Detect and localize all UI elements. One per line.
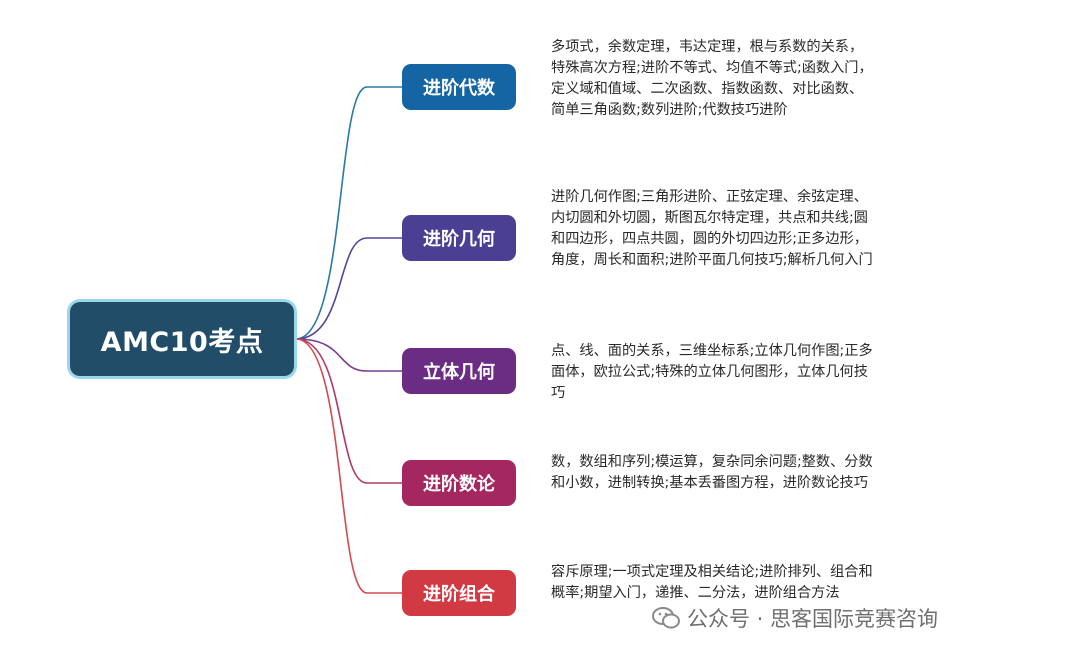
- branch-description-advanced-algebra: 多项式，余数定理，韦达定理，根与系数的关系，特殊高次方程;进阶不等式、均值不等式…: [551, 39, 873, 118]
- branch-label: 进阶组合: [423, 584, 495, 605]
- branch-solid-geometry: 立体几何: [402, 348, 516, 394]
- branch-advanced-number-theory: 进阶数论: [402, 460, 516, 506]
- connector-line: [295, 237, 402, 340]
- branch-advanced-geometry: 进阶几何: [402, 215, 516, 261]
- branch-label: 进阶代数: [423, 78, 495, 99]
- branch-description-advanced-combinatorics: 容斥原理;一项式定理及相关结论;进阶排列、组合和概率;期望入门，递推、二分法，进…: [551, 564, 873, 601]
- branch-label: 进阶几何: [423, 229, 495, 250]
- connector-line: [295, 338, 402, 594]
- branch-label: 进阶数论: [423, 474, 495, 495]
- root-label: AMC10考点: [100, 326, 264, 358]
- branch-description-advanced-number-theory: 数，数组和序列;模运算，复杂同余问题;整数、分数和小数，进制转换;基本丢番图方程…: [551, 454, 873, 491]
- connector-line: [295, 338, 402, 372]
- branch-description-advanced-geometry: 进阶几何作图;三角形进阶、正弦定理、余弦定理、内切圆和外切圆，斯图瓦尔特定理，共…: [551, 189, 873, 268]
- root-node: AMC10考点: [70, 302, 294, 376]
- watermark-text: 公众号 · 思客国际竞赛咨询: [687, 607, 939, 631]
- connector-line: [295, 338, 402, 484]
- branch-description-solid-geometry: 点、线、面的关系，三维坐标系;立体几何作图;正多面体，欧拉公式;特殊的立体几何图…: [551, 343, 873, 401]
- branch-advanced-algebra: 进阶代数: [402, 64, 516, 110]
- branch-advanced-combinatorics: 进阶组合: [402, 570, 516, 616]
- watermark: 公众号 · 思客国际竞赛咨询: [651, 603, 938, 633]
- wechat-icon: [652, 607, 680, 629]
- branch-label: 立体几何: [423, 362, 495, 383]
- connector-line: [295, 86, 402, 340]
